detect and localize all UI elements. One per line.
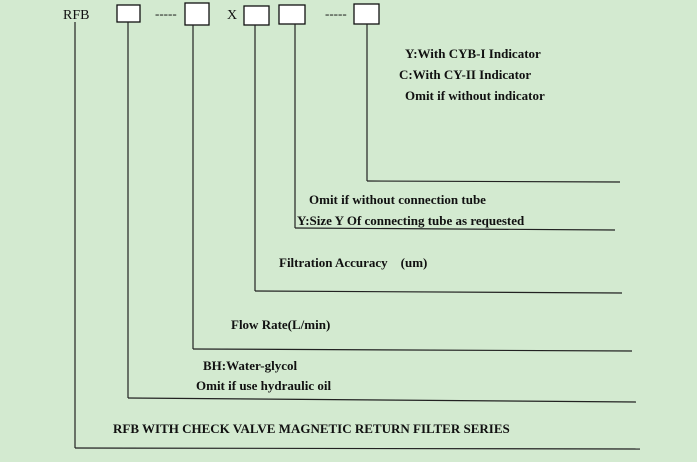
accuracy-label: Filtration Accuracy (um) (279, 255, 427, 270)
indicator-option-y: Y:With CYB-I Indicator (405, 46, 541, 61)
indicator-option-c: C:With CY-II Indicator (399, 67, 531, 82)
code-box-indicator (353, 3, 380, 25)
medium-option-omit: Omit if use hydraulic oil (196, 378, 331, 393)
prefix-label: RFB (63, 8, 89, 23)
series-title: RFB WITH CHECK VALVE MAGNETIC RETURN FIL… (113, 421, 510, 436)
indicator-option-omit: Omit if without indicator (405, 88, 545, 103)
code-box-accuracy (243, 5, 270, 26)
separator-x: X (227, 8, 237, 23)
medium-option-bh: BH:Water-glycol (203, 358, 297, 373)
dashes-2: ----- (325, 6, 347, 21)
code-box-tube (278, 4, 306, 25)
code-box-flow (184, 2, 210, 26)
leader-lines (74, 22, 641, 450)
dashes-1: ----- (155, 6, 177, 21)
flow-label: Flow Rate(L/min) (231, 317, 330, 332)
code-box-medium (116, 4, 141, 23)
tube-option-y: Y:Size Y Of connecting tube as requested (297, 213, 525, 228)
tube-option-omit: Omit if without connection tube (309, 192, 486, 207)
